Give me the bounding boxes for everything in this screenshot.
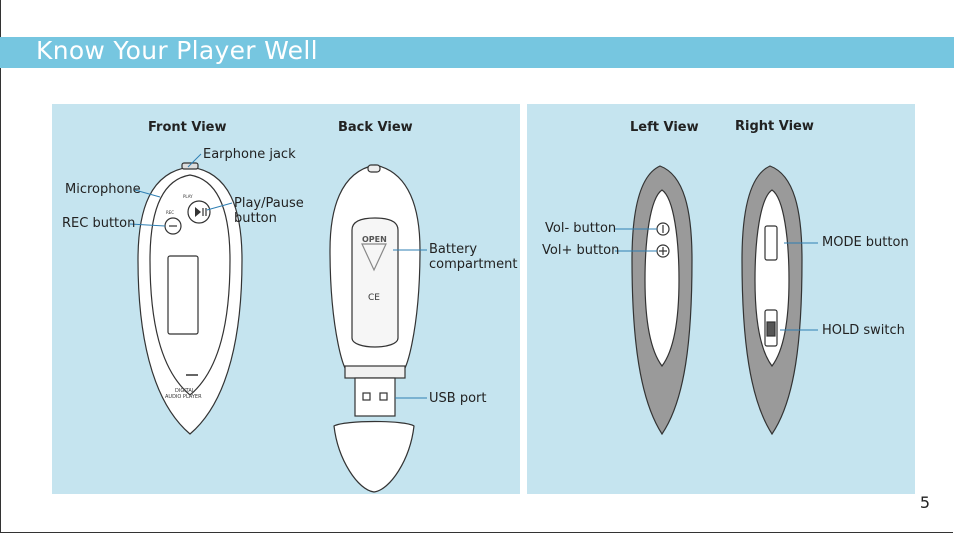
device-print-open: OPEN [362,235,387,244]
back-view-title: Back View [338,120,413,135]
hold-switch-label: HOLD switch [822,323,905,338]
vol-minus-label: Vol- button [545,221,617,236]
device-print-audio-player: AUDIO PLAYER [165,394,202,400]
device-print-play: PLAY [183,194,193,199]
left-view-title: Left View [630,120,699,135]
earphone-jack-label: Earphone jack [203,147,296,162]
device-print-digital: DIGITAL [175,388,195,394]
play-pause-label-line2: button [234,211,277,226]
usb-connector-icon [354,377,396,417]
title-band [0,37,954,68]
battery-label-line1: Battery [429,242,478,257]
front-back-panel [52,104,520,494]
page-title: Know Your Player Well [36,36,318,65]
usb-port-label: USB port [429,391,487,406]
device-print-rec: REC [166,210,174,215]
right-view-title: Right View [735,119,814,134]
battery-label-line2: compartment [429,257,518,272]
front-view-device [137,162,243,435]
play-pause-label: Play/Pause button [234,196,304,226]
usb-cap-icon [333,420,415,493]
right-view-device [741,165,803,436]
rec-button-label: REC button [62,216,136,231]
back-view-device [329,164,421,493]
left-right-panel [527,104,915,494]
earphone-jack-icon [181,162,199,170]
play-pause-label-line1: Play/Pause [234,196,304,211]
callout-lines [129,153,818,399]
battery-label: Battery compartment [429,242,517,272]
display-screen [167,255,199,335]
front-view-title: Front View [148,120,227,135]
ce-mark-icon: CE [368,293,380,303]
vol-plus-label: Vol+ button [542,243,620,258]
left-view-device [631,165,693,436]
mode-button-label: MODE button [822,235,909,250]
microphone-label: Microphone [65,182,141,197]
mode-button-icon [764,225,778,261]
page-number: 5 [919,493,930,512]
